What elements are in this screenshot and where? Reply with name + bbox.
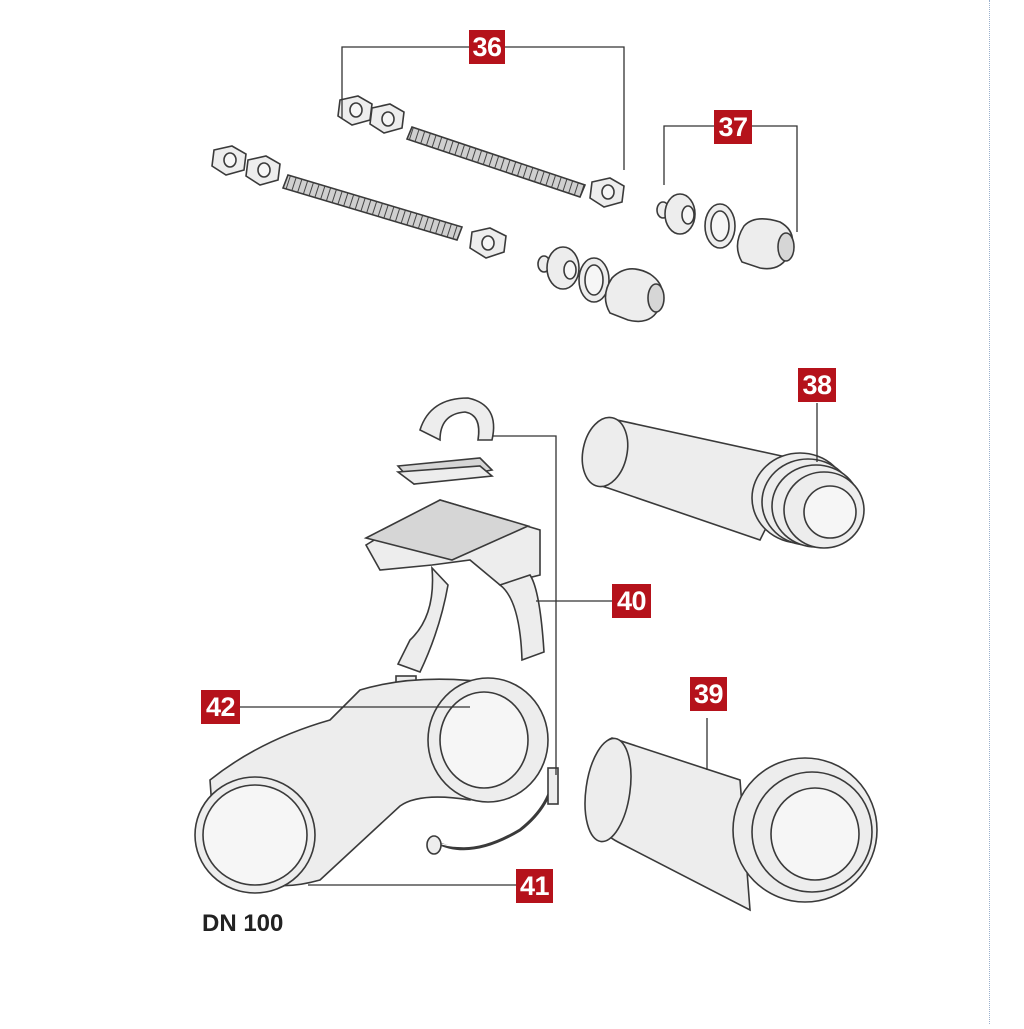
- nut-upper-second: [369, 103, 405, 134]
- callout-37: 37: [714, 110, 752, 144]
- nut-lower-right: [469, 227, 507, 259]
- cone-washer-set-upper: [656, 193, 795, 270]
- threaded-rod-upper: [405, 126, 587, 198]
- threaded-rod-set: [211, 95, 625, 259]
- callout-41: 41: [516, 869, 553, 903]
- nut-upper-left: [337, 95, 373, 126]
- callout-38: 38: [798, 368, 836, 402]
- callout-39: 39: [690, 677, 727, 711]
- clamp-wire: [426, 767, 559, 855]
- page-edge-divider: [989, 0, 990, 1024]
- nominal-diameter-caption: DN 100: [202, 910, 284, 937]
- nut-lower-second: [245, 155, 281, 186]
- callout-42: 42: [201, 690, 240, 724]
- callout-36: 36: [469, 30, 505, 64]
- flanged-sleeve: [584, 737, 878, 912]
- clip-bracket: [363, 499, 545, 695]
- elbow-fitting: [194, 677, 549, 894]
- callout-40: 40: [612, 584, 651, 618]
- leader-40-vertical: [493, 435, 557, 775]
- nut-lower-left: [211, 145, 247, 176]
- threaded-rod-lower: [281, 174, 464, 241]
- retaining-ring: [395, 397, 495, 485]
- nut-upper-right: [589, 177, 625, 208]
- cone-washer-set-lower: [537, 246, 665, 323]
- ribbed-sleeve: [581, 416, 865, 549]
